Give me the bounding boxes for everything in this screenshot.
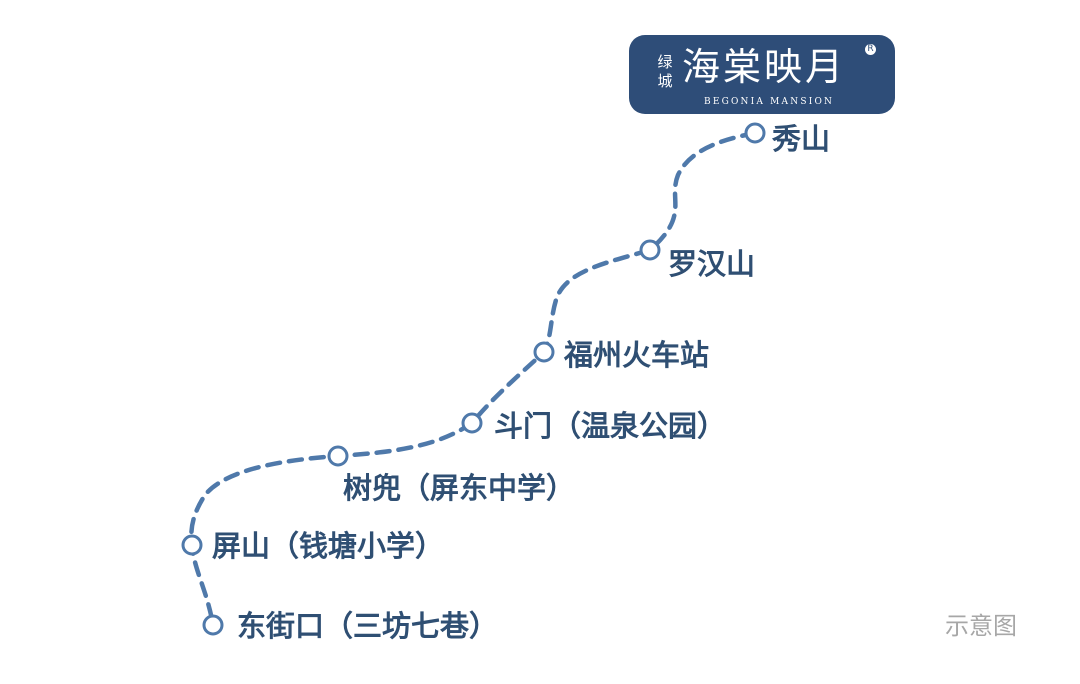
schematic-note: 示意图 — [945, 612, 1017, 640]
station-node-doumen[interactable] — [461, 412, 483, 434]
brand-prefix: 绿城 — [657, 53, 673, 90]
station-label-doumen[interactable]: 斗门（温泉公园） — [494, 409, 727, 443]
station-node-pingshan[interactable] — [181, 534, 203, 556]
station-label-fuzhou-railway-station[interactable]: 福州火车站 — [564, 338, 710, 372]
brand-name: 海棠映月 — [682, 45, 847, 89]
station-label-xiushan[interactable]: 秀山 — [772, 122, 831, 156]
station-label-luohanshan[interactable]: 罗汉山 — [668, 247, 756, 281]
station-node-dongjiekou[interactable] — [202, 614, 224, 636]
station-node-xiushan[interactable] — [744, 122, 766, 144]
station-label-shudou[interactable]: 树兜（屏东中学） — [343, 471, 576, 505]
route-line — [189, 130, 758, 628]
brand-english-name: BEGONIA MANSION — [704, 97, 835, 107]
station-label-pingshan[interactable]: 屏山（钱塘小学） — [212, 529, 445, 563]
registered-trademark-icon: R — [865, 44, 876, 55]
station-node-luohanshan[interactable] — [639, 239, 661, 261]
station-node-shudou[interactable] — [327, 445, 349, 467]
station-label-dongjiekou[interactable]: 东街口（三坊七巷） — [237, 609, 499, 643]
brand-logo-badge: 绿城 海棠映月 BEGONIA MANSION R — [629, 35, 895, 114]
station-node-fuzhou-railway-station[interactable] — [533, 341, 555, 363]
